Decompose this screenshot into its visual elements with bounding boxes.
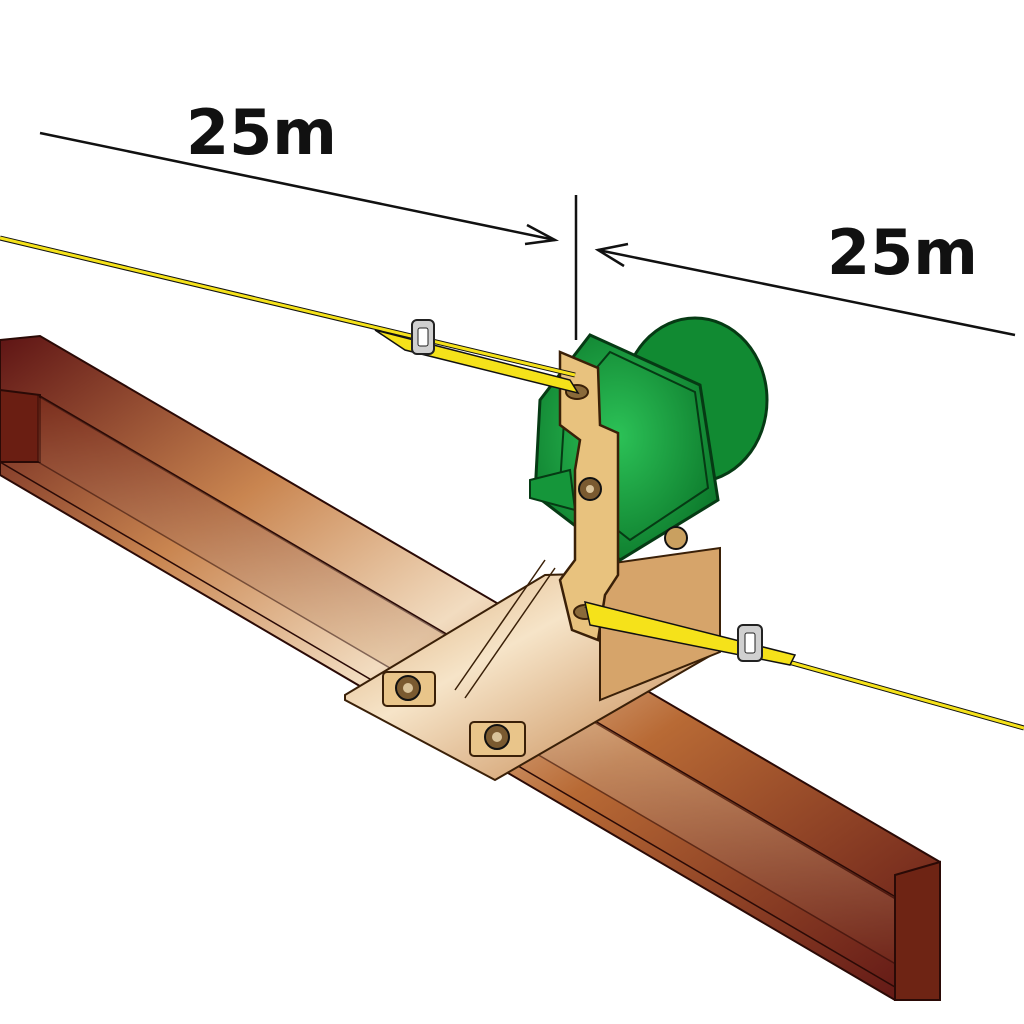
right-distance-label: 25m (827, 216, 978, 289)
wire-clip-icon (737, 624, 763, 662)
bolt-icon (469, 721, 526, 757)
wire-clip-icon (411, 319, 435, 355)
left-dimension-arrow (39, 131, 560, 246)
right-dimension-arrow (594, 242, 1016, 337)
reel-bracket (558, 350, 620, 642)
bolt-icon (382, 671, 436, 707)
left-distance-label: 25m (186, 96, 337, 169)
